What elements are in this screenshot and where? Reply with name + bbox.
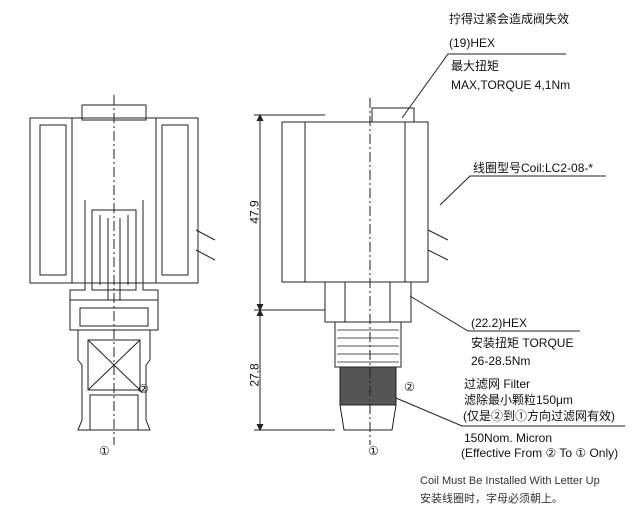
port-2-label-right: ② [404, 380, 415, 394]
top-hex-size: (19)HEX [449, 36, 496, 50]
coil-model: 线圈型号Coil:LC2-08-* [473, 161, 594, 175]
coil-install-note-cn: 安装线圈时，字母必须朝上。 [420, 493, 563, 505]
filter-direction-cn: (仅是②到①方向过滤网有效) [463, 409, 615, 423]
section-view [29, 95, 216, 445]
install-torque-value: 26-28.5Nm [471, 354, 531, 368]
dimension-lower: 27.8 [247, 363, 262, 387]
port-1-label-right: ① [368, 444, 379, 458]
coil-install-note: Coil Must Be Installed With Letter Up [420, 475, 600, 487]
filter-cn: 过滤网 Filter [464, 377, 531, 391]
exterior-view [254, 98, 449, 445]
filter-direction: (Effective From ② To ① Only) [461, 446, 619, 460]
overtighten-warning: 拧得过紧会造成阀失效 [449, 12, 570, 26]
filter-size: 150Nom. Micron [464, 431, 553, 445]
dimension-upper: 47.9 [247, 200, 262, 224]
body-hex-size: (22.2)HEX [471, 316, 528, 330]
port-2-label-left: ② [138, 382, 149, 396]
leader-lines [395, 53, 625, 427]
max-torque: MAX,TORQUE 4,1Nm [451, 78, 571, 92]
port-1-label-left: ① [99, 444, 110, 458]
install-torque: 安装扭矩 TORQUE [471, 336, 574, 350]
max-torque-cn: 最大扭矩 [451, 59, 500, 73]
filter-size-cn: 滤除最小颗粒150μm [464, 393, 573, 407]
